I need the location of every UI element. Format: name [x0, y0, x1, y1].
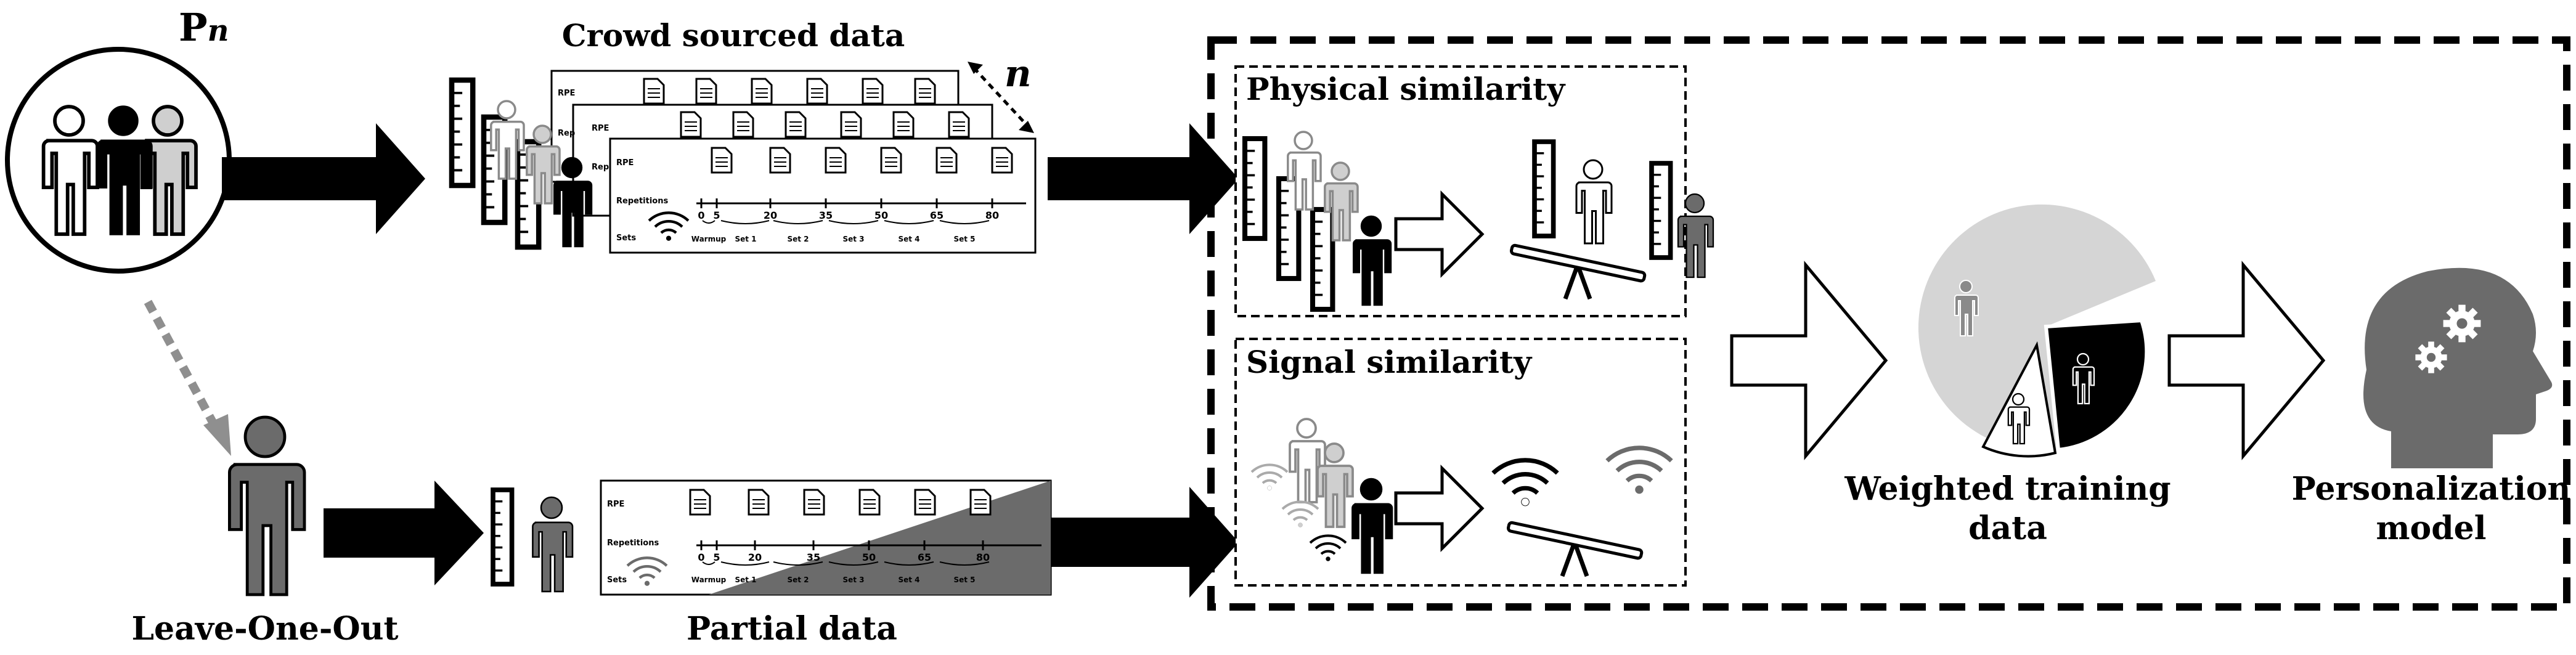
partial-sets-text: Warmup Set 1 Set 2 Set 3 Set 4 Set 5 [691, 576, 976, 584]
model-line1: Personalization [2291, 470, 2571, 508]
arrow-to-crowd [222, 123, 425, 234]
signal-contents [1250, 418, 1671, 576]
population-label: Pn [179, 5, 229, 50]
crowd-rulers [452, 80, 539, 247]
head-gears-icon [2363, 267, 2553, 468]
partial-sets: Sets [607, 576, 627, 585]
partial-braces [702, 561, 990, 566]
arrows-black [222, 123, 1239, 598]
crowd-braces [702, 220, 990, 224]
population-group [5, 47, 232, 274]
model-label: Personalization model [2292, 470, 2571, 548]
partial-rpe: RPE [607, 500, 624, 509]
weighted-line1: Weighted training [1844, 470, 2171, 508]
crowd-label: Crowd sourced data [561, 17, 905, 54]
partial-label: Partial data [687, 610, 897, 648]
partial-tick-5: 65 [918, 551, 931, 563]
crowd-set-3: Set 3 [842, 235, 864, 243]
partial-set-3: Set 3 [842, 576, 864, 584]
weighted-label: Weighted training data [1844, 470, 2170, 548]
partial-mask [709, 481, 1051, 595]
crowd-tick-5: 65 [930, 210, 944, 221]
crowd-front-rpe: RPE [616, 158, 634, 168]
signal-label: Signal similarity [1246, 344, 1532, 380]
crowd-set-5: Set 5 [953, 235, 975, 243]
crowd-ticks-text: 0 5 20 35 50 65 80 [698, 210, 999, 221]
crowd-tick-0: 0 [698, 210, 704, 221]
dotted-arrow [144, 299, 231, 456]
model-line2: model [2376, 510, 2487, 547]
partial-tick-3: 35 [807, 551, 820, 563]
partial-set-4: Set 4 [898, 576, 919, 584]
crowd-tick-6: 80 [985, 210, 999, 221]
crowd-set-2: Set 2 [787, 235, 809, 243]
crowd-back-rpe: RPE [558, 89, 575, 98]
signal-arrow-outline [1394, 464, 1485, 553]
pie-slice-black [2044, 318, 2149, 452]
partial-set-5: Set 5 [953, 576, 975, 584]
arrow-to-signal [1048, 487, 1239, 598]
crowd-sets-text: Warmup Set 1 Set 2 Set 3 Set 4 Set 5 [691, 235, 976, 243]
crowd-front-sets: Sets [616, 234, 636, 243]
physical-arrow-outline [1394, 190, 1485, 279]
crowd-set-1: Set 1 [735, 235, 756, 243]
partial-tick-0: 0 [698, 551, 704, 563]
partial-tick-2: 20 [748, 551, 762, 563]
arrow-to-partial [324, 481, 484, 585]
crowd-data-group [452, 62, 1037, 254]
crowd-mid-rpe: RPE [592, 124, 609, 133]
crowd-sheet-front [609, 137, 1037, 254]
stack-count-label: n [1005, 52, 1032, 96]
partial-tick-1: 5 [713, 551, 720, 563]
arrow-to-weighted [1730, 261, 1888, 460]
leave-one-out-label: Leave-One-Out [131, 610, 399, 648]
physical-contents [1245, 131, 1714, 309]
crowd-tick-2: 20 [764, 210, 777, 221]
pie-slice-light [1918, 204, 2156, 451]
leave-one-out-person-icon [229, 417, 304, 595]
population-subscript: n [207, 14, 229, 48]
partial-person-icon [532, 496, 574, 593]
partial-repetitions: Repetitions [607, 539, 659, 548]
partial-table-text: RPE Repetitions Sets [607, 500, 659, 585]
arrow-to-model [2167, 261, 2326, 460]
partial-ruler [493, 490, 512, 584]
crowd-table-text: RPE Rep RPE Rep RPE Repetitions Sets [558, 89, 668, 243]
partial-tick-6: 80 [976, 551, 990, 563]
crowd-rep-ticks [700, 198, 993, 208]
partial-set-warmup: Warmup [691, 576, 727, 584]
partial-tick-4: 50 [862, 551, 876, 563]
weighted-line2: data [1968, 510, 2047, 547]
partial-ticks-text: 0 5 20 35 50 65 80 [698, 551, 990, 563]
partial-set-2: Set 2 [787, 576, 809, 584]
crowd-set-4: Set 4 [898, 235, 919, 243]
weighted-pie [1918, 204, 2156, 458]
method-frame [1207, 36, 2570, 611]
physical-label: Physical similarity [1246, 71, 1565, 107]
crowd-tick-1: 5 [713, 210, 720, 221]
crowd-mid-rep: Rep [592, 163, 609, 172]
crowd-tick-4: 50 [874, 210, 888, 221]
crowd-set-warmup: Warmup [691, 235, 727, 243]
crowd-back-rep: Rep [558, 129, 575, 138]
crowd-tick-3: 35 [819, 210, 833, 221]
partial-data-group [493, 479, 1052, 596]
partial-set-1: Set 1 [735, 576, 756, 584]
stack-arrow [968, 62, 1034, 133]
arrow-to-physical [1048, 123, 1239, 234]
partial-rep-ticks [700, 540, 984, 550]
population-letter: P [179, 5, 208, 50]
crowd-front-repetitions: Repetitions [616, 197, 668, 206]
